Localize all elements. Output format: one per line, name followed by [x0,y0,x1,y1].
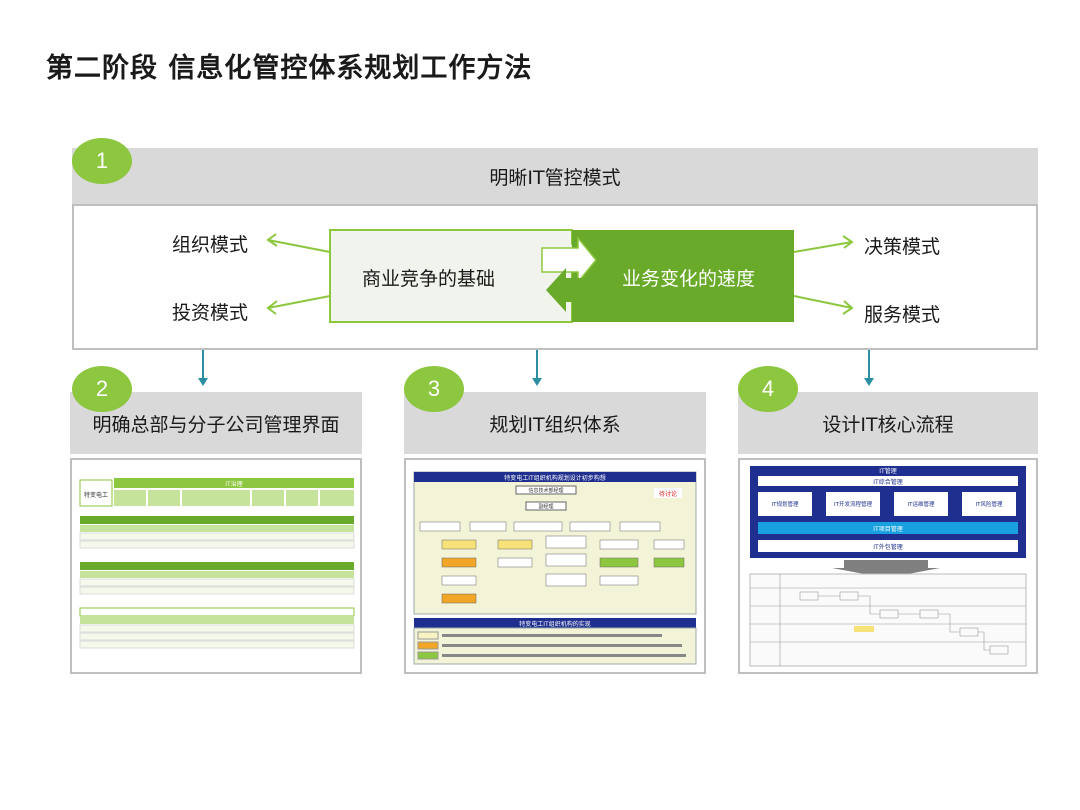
connector-3-head [532,378,542,386]
step2-number: 2 [72,366,132,412]
label-decision-mode: 决策模式 [864,236,941,258]
arrow-right-bottom [793,295,854,315]
step1-title: 明晰IT管控模式 [489,166,621,189]
step1-header: 明晰IT管控模式 [72,148,1038,204]
connector-3 [536,350,538,378]
connector-2 [202,350,204,378]
thumb2-rows [79,516,355,649]
label-invest-mode: 投资模式 [172,302,249,324]
arrow-left-top [266,233,331,253]
center-right-piece [560,230,794,322]
thumb3-footer-header: 特变电工IT组织机构的实现 [519,620,590,628]
thumb4-row4: IT外包管理 [873,543,902,551]
thumb3-badge: 待讨论 [659,490,677,498]
thumb4-col-4: IT风险管理 [976,500,1003,508]
thumb3-header: 特变电工IT组织机构规划设计初步构想 [504,474,605,482]
step4-title: 设计IT核心流程 [822,413,954,436]
thumb4-down-arrow [832,560,940,578]
arrow-right-top [793,235,854,253]
thumb4-col-1: IT规划管理 [772,500,799,508]
thumb2-brand: 特变电工 [84,491,108,499]
thumb4-row3: IT项目管理 [873,525,902,533]
step2-table-graphic: 特变电工 IT治理 [79,478,355,649]
label-service-mode: 服务模式 [864,304,941,326]
step1-number: 1 [72,138,132,184]
thumb4-top-label: IT管理 [879,467,896,475]
step3-org-graphic: 特变电工IT组织机构规划设计初步构想 信息技术部经理 副经理 待讨论 [413,471,697,665]
thumb4-row1: IT综合管理 [873,478,902,486]
connector-4 [868,350,870,378]
connector-4-head [864,378,874,386]
arrow-right-white [541,235,597,285]
label-business-competition: 商业竞争的基础 [362,268,496,290]
step3-thumbnail: 特变电工IT组织机构规划设计初步构想 信息技术部经理 副经理 待讨论 [404,458,706,674]
page-title: 第二阶段 信息化管控体系规划工作方法 [46,53,533,84]
step3-number: 3 [404,366,464,412]
connector-2-head [198,378,208,386]
step1-diagram [266,229,854,323]
thumb3-top-box: 信息技术部经理 [528,487,563,494]
label-org-mode: 组织模式 [172,234,249,256]
label-business-speed: 业务变化的速度 [622,268,756,290]
step2-title: 明确总部与分子公司管理界面 [92,413,340,436]
step2-thumbnail: 特变电工 IT治理 [70,458,362,674]
step4-process-graphic: IT管理 IT综合管理 IT规划管理 IT开发流程管理 IT运维管理 IT风险管… [749,466,1027,667]
arrow-left-green [546,268,602,312]
thumb4-col-3: IT运维管理 [908,500,935,508]
arrow-left-bottom [266,295,331,315]
step4-thumbnail: IT管理 IT综合管理 IT规划管理 IT开发流程管理 IT运维管理 IT风险管… [738,458,1038,674]
step4-number: 4 [738,366,798,412]
step3-title: 规划IT组织体系 [489,413,621,436]
thumb4-col-2: IT开发流程管理 [834,500,872,508]
thumb2-header: IT治理 [225,480,242,488]
thumb3-second-box: 副经理 [538,503,553,510]
step2-header: 明确总部与分子公司管理界面 [70,392,362,454]
